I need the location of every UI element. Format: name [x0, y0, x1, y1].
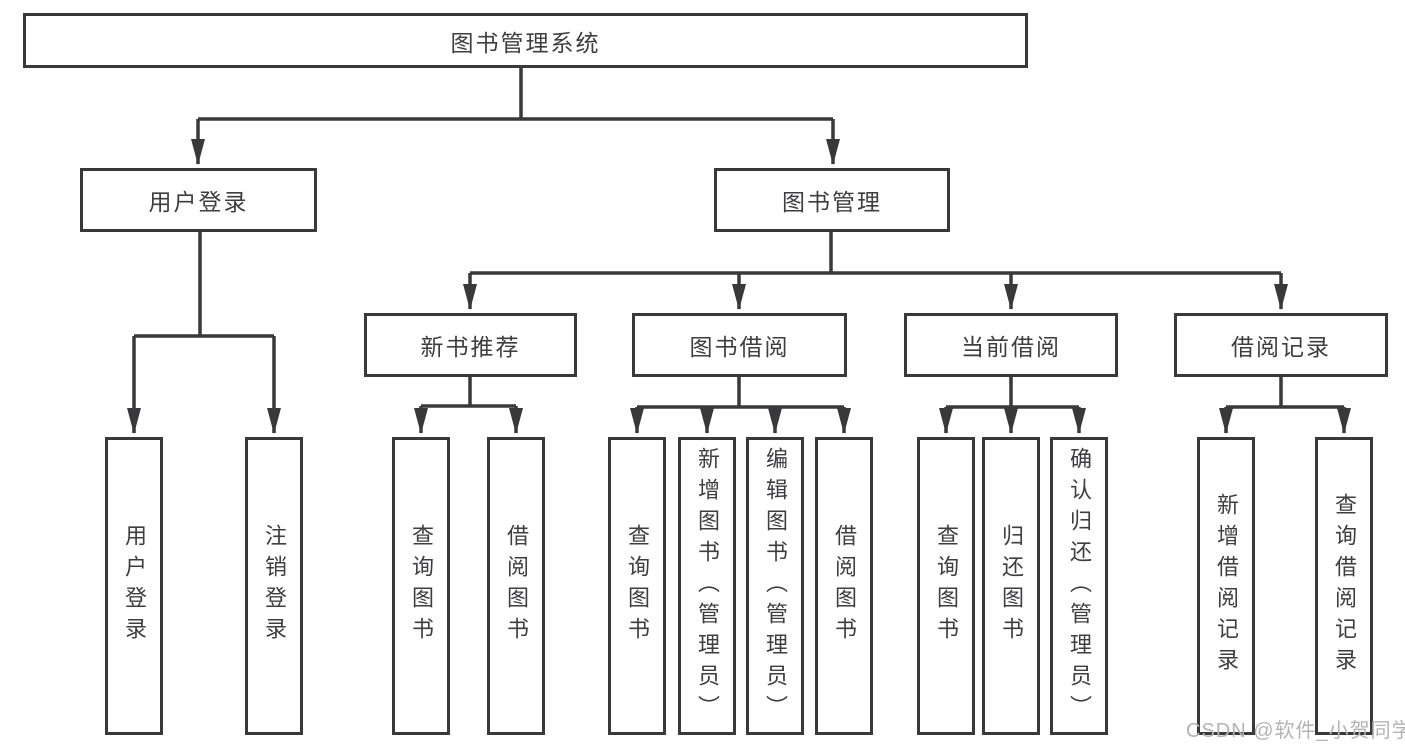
leaf-label: 查询图书	[625, 524, 650, 648]
leaf-search-books-recommend: 查询图书	[392, 437, 450, 735]
leaf-label: 确认归还（管理员）	[1067, 446, 1092, 726]
leaf-label: 编辑图书（管理员）	[763, 446, 788, 726]
leaf-search-books-current: 查询图书	[917, 437, 975, 735]
leaf-borrow-books-recommend: 借阅图书	[487, 437, 545, 735]
leaf-search-books-borrow: 查询图书	[608, 437, 666, 735]
leaf-add-book-admin: 新增图书（管理员）	[678, 437, 736, 735]
leaf-label: 归还图书	[999, 524, 1024, 648]
leaf-label: 查询图书	[934, 524, 959, 648]
node-book-management: 图书管理	[714, 168, 950, 232]
leaf-label: 注销登录	[262, 524, 287, 648]
node-borrowing-records: 借阅记录	[1174, 313, 1388, 377]
leaf-confirm-return-admin: 确认归还（管理员）	[1050, 437, 1108, 735]
leaf-label: 查询借阅记录	[1332, 493, 1357, 679]
node-library-management-system: 图书管理系统	[23, 13, 1028, 68]
leaf-search-borrow-record: 查询借阅记录	[1315, 437, 1373, 735]
leaf-label: 新增图书（管理员）	[695, 446, 720, 726]
leaf-user-login: 用户登录	[105, 437, 163, 735]
leaf-label: 用户登录	[122, 524, 147, 648]
leaf-return-book: 归还图书	[982, 437, 1040, 735]
csdn-watermark: CSDN @软件_小贺同学	[1186, 720, 1405, 742]
leaf-label: 借阅图书	[832, 524, 857, 648]
leaf-add-borrow-record: 新增借阅记录	[1197, 437, 1255, 735]
node-book-borrowing: 图书借阅	[632, 313, 847, 377]
node-user-login: 用户登录	[80, 168, 317, 232]
node-current-borrowing: 当前借阅	[904, 313, 1118, 377]
leaf-label: 查询图书	[409, 524, 434, 648]
leaf-label: 新增借阅记录	[1214, 493, 1239, 679]
leaf-edit-book-admin: 编辑图书（管理员）	[746, 437, 804, 735]
leaf-label: 借阅图书	[504, 524, 529, 648]
node-new-book-recommendation: 新书推荐	[364, 313, 577, 377]
leaf-logout: 注销登录	[245, 437, 303, 735]
leaf-borrow-books: 借阅图书	[815, 437, 873, 735]
